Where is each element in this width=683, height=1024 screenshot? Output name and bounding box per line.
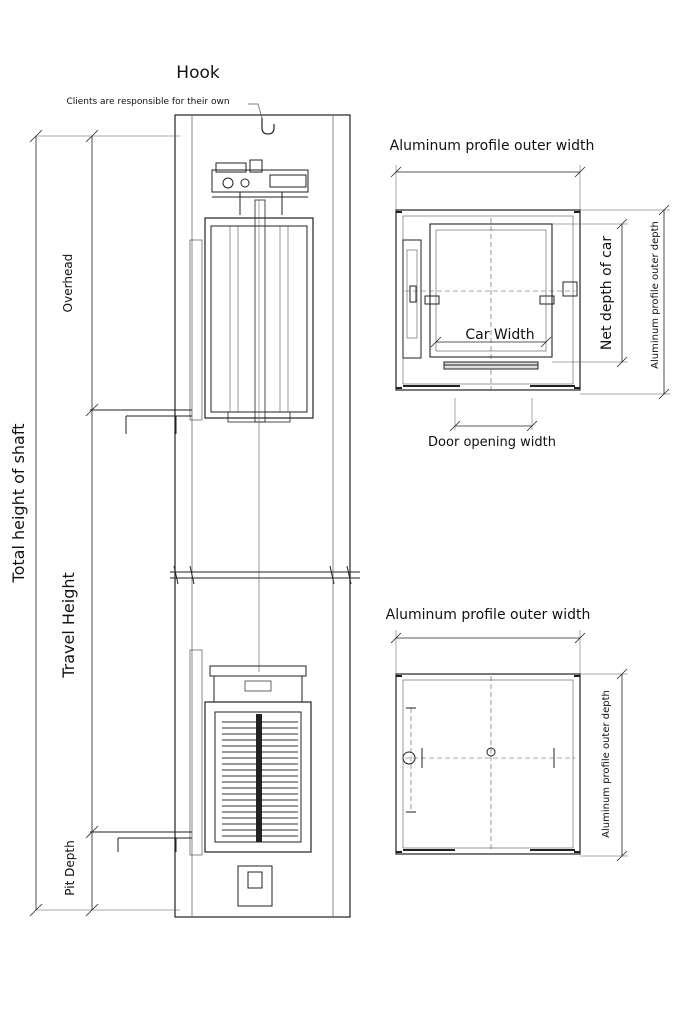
total-height-label: Total height of shaft: [9, 424, 28, 584]
rail-bracket-right: [562, 281, 578, 297]
bottom-plan-outer-width-label: Aluminum profile outer width: [386, 607, 591, 623]
pit-buffer: [237, 865, 273, 907]
shaft-break-lines: [170, 565, 360, 585]
shaft-elevation: [90, 103, 360, 918]
bottom-plan-outer-depth-label: Aluminum profile outer depth: [601, 690, 612, 838]
net-depth-of-car-label: Net depth of car: [599, 236, 615, 350]
upper-landing-sill: [90, 409, 192, 434]
car-plan-view: [395, 209, 581, 391]
traction-machine: [211, 159, 309, 215]
car-upper-position: [189, 199, 314, 423]
shaft-plan-view: [395, 673, 581, 855]
lower-landing-sill: [90, 831, 192, 852]
hook-label: Hook: [176, 63, 220, 83]
counterweight-rail: [402, 239, 422, 359]
shaft-plan-dimensions: [390, 630, 628, 862]
door-opening-width-label: Door opening width: [428, 435, 556, 450]
top-plan-outer-width-label: Aluminum profile outer width: [390, 138, 595, 154]
rail-marker-center: [486, 747, 496, 757]
pit-depth-label: Pit Depth: [63, 840, 77, 895]
rail-marker-left: [402, 751, 416, 765]
car-lower-position: [189, 649, 312, 856]
hook-leader-line: [248, 103, 263, 119]
hook-note: Clients are responsible for their own: [66, 97, 229, 107]
overhead-label: Overhead: [61, 254, 75, 313]
car-plan-dimensions: [390, 165, 670, 432]
shaft-plan-outer-frame: [395, 673, 581, 855]
travel-height-label: Travel Height: [59, 572, 78, 679]
elevation-dimensions: [29, 129, 180, 917]
car-width-label: Car Width: [465, 327, 534, 343]
hook-icon: [261, 118, 275, 135]
shaft-outline: [174, 114, 351, 918]
car-plan-outer-frame: [395, 209, 581, 391]
top-plan-outer-depth-label: Aluminum profile outer depth: [650, 221, 661, 369]
